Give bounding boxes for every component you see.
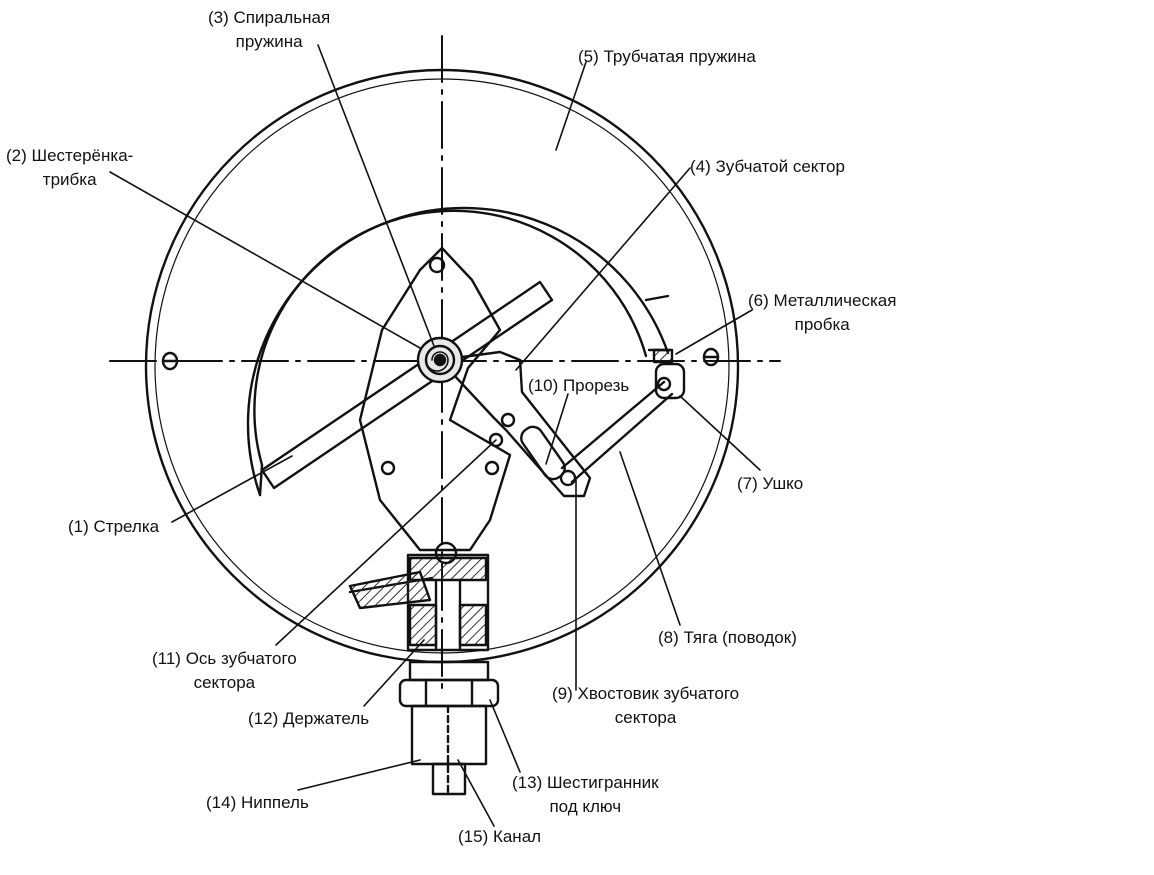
label-channel: (15) Канал — [458, 827, 542, 846]
eyelet — [654, 362, 686, 400]
label-sector-tail-line-1: (9) Хвостовик зубчатого — [552, 684, 740, 703]
label-sector-axis-line-2: сектора — [193, 673, 256, 692]
pinion-gear — [416, 336, 464, 384]
label-metal-plug: (6) Металлическая пробка — [748, 289, 896, 337]
label-bourdon-tube: (5) Трубчатая пружина — [578, 47, 756, 66]
label-metal-plug-line-1: (6) Металлическая — [748, 291, 897, 310]
label-sector-tail-line-2: сектора — [614, 708, 677, 727]
label-pointer: (1) Стрелка — [68, 517, 160, 536]
holder — [348, 541, 490, 652]
hex-nut — [398, 660, 500, 708]
label-pinion-gear-line-1: (2) Шестерёнка- — [6, 146, 134, 165]
case-screws — [161, 347, 720, 371]
label-sector-axis: (11) Ось зубчатого сектора — [152, 647, 297, 695]
nipple — [410, 704, 488, 796]
label-pinion-gear-line-2: трибка — [42, 170, 97, 189]
label-holder: (12) Держатель — [248, 709, 370, 728]
label-hex-nut-line-1: (13) Шестигранник — [512, 773, 659, 792]
label-eyelet: (7) Ушко — [737, 474, 804, 493]
label-metal-plug-line-2: пробка — [794, 315, 850, 334]
metal-plug — [652, 348, 674, 364]
label-toothed-sector: (4) Зубчатой сектор — [690, 157, 845, 176]
hairspring — [425, 345, 455, 372]
movement-plate — [358, 246, 512, 552]
label-hex-nut: (13) Шестигранник под ключ — [512, 771, 659, 819]
leader-lines — [109, 44, 761, 827]
label-slot: (10) Прорезь — [528, 376, 630, 395]
label-nipple: (14) Ниппель — [206, 793, 309, 812]
label-sector-tail: (9) Хвостовик зубчатого сектора — [552, 682, 739, 730]
label-link-rod: (8) Тяга (поводок) — [658, 628, 797, 647]
label-pinion-gear: (2) Шестерёнка- трибка — [6, 144, 133, 192]
label-hairspring: (3) Спиральная пружина — [208, 6, 330, 54]
label-hairspring-line-2: пружина — [235, 32, 303, 51]
label-hairspring-line-1: (3) Спиральная — [208, 8, 331, 27]
link-rod — [560, 380, 674, 484]
label-sector-axis-line-1: (11) Ось зубчатого — [152, 649, 297, 668]
label-hex-nut-line-2: под ключ — [549, 797, 622, 816]
